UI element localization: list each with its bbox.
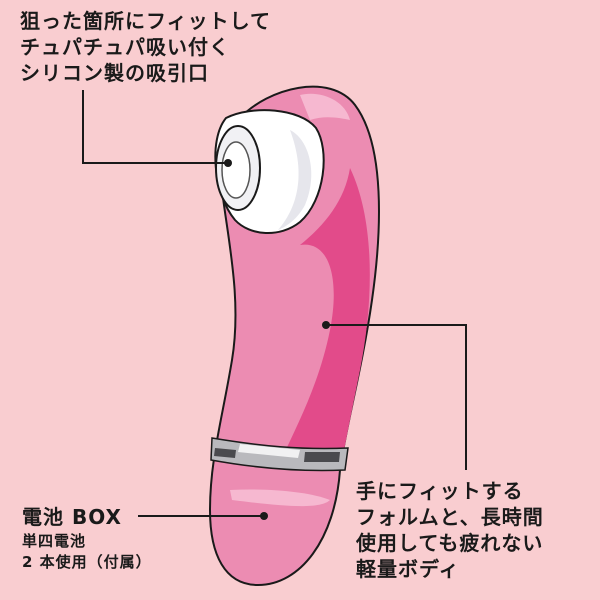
suction-line-3: シリコン製の吸引口 (20, 61, 209, 85)
battery-line-2: 2 本使用（付属） (22, 553, 152, 571)
form-line-1: 手にフィットする (356, 479, 524, 503)
battery-band-shine (238, 444, 300, 458)
callout-title-battery: 電池 BOX (22, 505, 122, 529)
suction-cap-shade (278, 130, 312, 230)
battery-box-highlight (230, 489, 330, 507)
battery-band-dark (214, 448, 340, 462)
battery-line-1: 単四電池 (22, 532, 87, 550)
device-shading (280, 168, 370, 462)
suction-line-2: チュパチュパ吸い付く (20, 35, 230, 59)
form-line-2: フォルムと、長時間 (356, 505, 544, 529)
callout-dot-suction (224, 159, 232, 167)
callout-dot-form (322, 321, 330, 329)
suction-line-1: 狙った箇所にフィットして (20, 9, 271, 33)
form-line-3: 使用しても疲れない (356, 531, 544, 555)
device-highlight (300, 93, 350, 120)
callout-text-suction: 狙った箇所にフィットして チュパチュパ吸い付く シリコン製の吸引口 (20, 8, 271, 86)
callout-text-battery: 単四電池 2 本使用（付属） (22, 531, 152, 573)
callout-line-form (326, 324, 467, 470)
callout-dot-battery (260, 512, 268, 520)
suction-mouth-hole (221, 141, 251, 199)
callout-text-form: 手にフィットする フォルムと、長時間 使用しても疲れない 軽量ボディ (356, 478, 544, 582)
callout-line-suction (82, 90, 228, 164)
form-line-4: 軽量ボディ (356, 557, 460, 581)
